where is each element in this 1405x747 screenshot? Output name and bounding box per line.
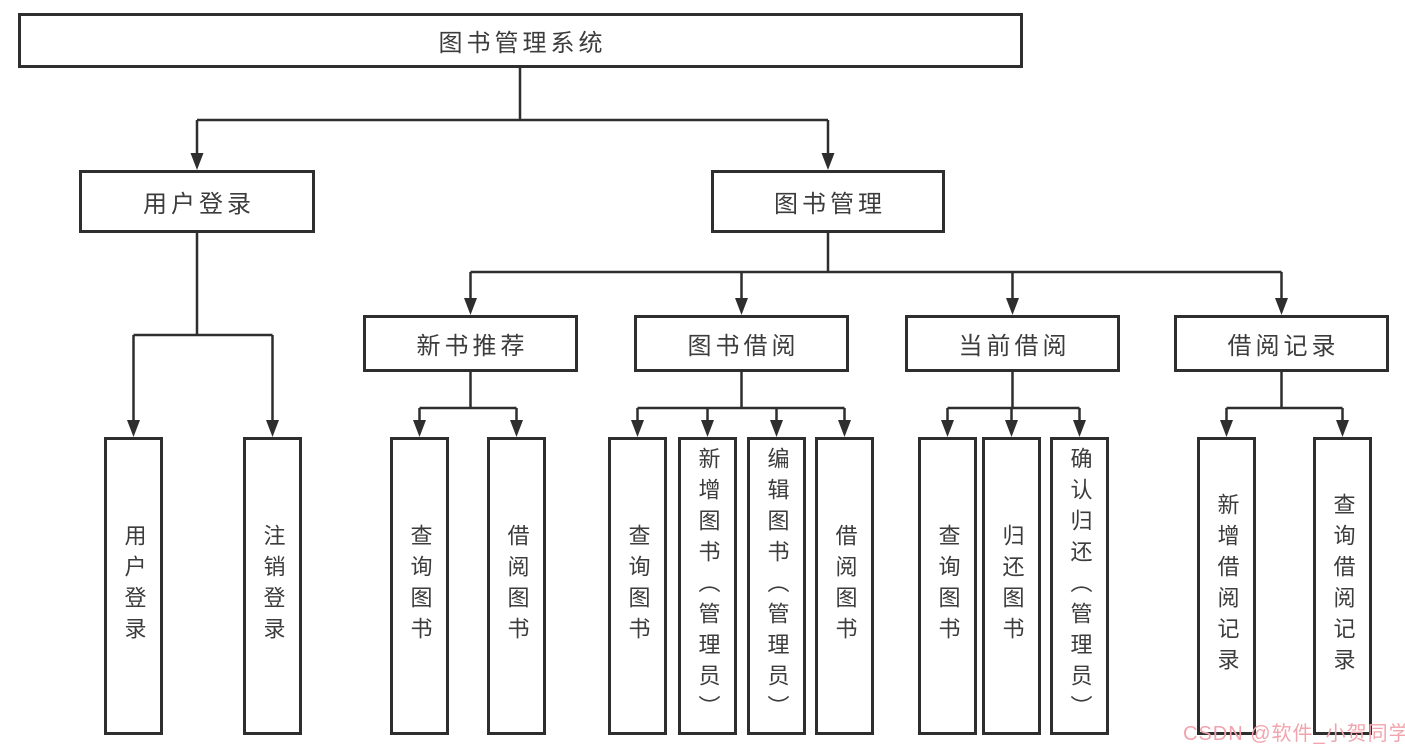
node-current-borrowing: 当前借阅 xyxy=(905,315,1120,372)
leaf-borrowing-add-books-admin: 新增图书（管理员） xyxy=(678,437,737,735)
leaf-label: 注销登录 xyxy=(260,524,286,648)
leaf-borrowing-edit-books-admin: 编辑图书（管理员） xyxy=(747,437,806,735)
node-borrowing-records: 借阅记录 xyxy=(1174,315,1389,372)
leaf-borrowing-borrow-books: 借阅图书 xyxy=(815,437,874,735)
leaf-records-add-record: 新增借阅记录 xyxy=(1197,437,1256,735)
node-new-book-recommend: 新书推荐 xyxy=(363,315,578,372)
leaf-label: 查询图书 xyxy=(407,524,433,648)
node-label: 用户登录 xyxy=(143,191,255,218)
leaf-logout: 注销登录 xyxy=(243,437,302,735)
node-label: 图书管理 xyxy=(774,191,886,218)
leaf-label: 归还图书 xyxy=(999,524,1025,648)
leaf-label: 借阅图书 xyxy=(832,524,858,648)
node-label: 图书借阅 xyxy=(687,333,800,360)
leaf-label: 确认归还（管理员） xyxy=(1067,446,1093,726)
leaf-label: 新增图书（管理员） xyxy=(695,446,721,726)
node-book-borrowing: 图书借阅 xyxy=(634,315,849,372)
leaf-label: 查询图书 xyxy=(935,524,961,648)
leaf-records-query-record: 查询借阅记录 xyxy=(1313,437,1372,735)
leaf-label: 查询借阅记录 xyxy=(1330,493,1356,679)
node-label: 借阅记录 xyxy=(1227,333,1340,360)
node-book-management: 图书管理 xyxy=(711,170,945,233)
node-user-login: 用户登录 xyxy=(79,170,315,233)
leaf-user-login: 用户登录 xyxy=(104,437,163,735)
leaf-recommend-query-books: 查询图书 xyxy=(390,437,449,735)
leaf-recommend-borrow-books: 借阅图书 xyxy=(487,437,546,735)
leaf-current-return-books: 归还图书 xyxy=(982,437,1041,735)
node-label: 新书推荐 xyxy=(416,333,529,360)
leaf-label: 新增借阅记录 xyxy=(1214,493,1240,679)
leaf-current-confirm-return-admin: 确认归还（管理员） xyxy=(1050,437,1109,735)
node-label: 当前借阅 xyxy=(958,333,1071,360)
node-root-system: 图书管理系统 xyxy=(18,13,1023,68)
node-label: 图书管理系统 xyxy=(438,30,607,57)
leaf-label: 用户登录 xyxy=(121,524,147,648)
leaf-borrowing-query-books: 查询图书 xyxy=(608,437,667,735)
leaf-label: 借阅图书 xyxy=(504,524,530,648)
csdn-watermark: CSDN @软件_小贺同学 xyxy=(1183,723,1405,745)
leaf-current-query-books: 查询图书 xyxy=(918,437,977,735)
leaf-label: 编辑图书（管理员） xyxy=(764,446,790,726)
leaf-label: 查询图书 xyxy=(625,524,651,648)
